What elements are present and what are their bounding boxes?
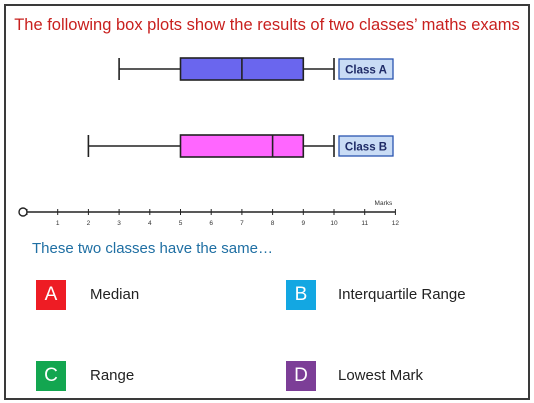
option-c-label[interactable]: Range <box>90 367 135 384</box>
option-b-badge[interactable]: B <box>286 280 316 310</box>
axis-tick-label: 5 <box>179 220 183 227</box>
option-c-badge[interactable]: C <box>36 361 66 391</box>
class-b-box <box>179 134 305 158</box>
option-a-badge[interactable]: A <box>36 280 66 310</box>
axis-label: Marks <box>375 200 393 207</box>
axis-tick-label: 8 <box>271 220 275 227</box>
class-a-label-box <box>338 58 394 80</box>
axis-tick-label: 6 <box>209 220 213 227</box>
axis-tick-label: 12 <box>392 220 400 227</box>
axis-tick-label: 4 <box>148 220 152 227</box>
class-a-label: Class A <box>345 65 387 77</box>
class-b-label: Class B <box>345 142 387 154</box>
class-b-label-box <box>338 135 394 157</box>
axis-tick-label: 7 <box>240 220 244 227</box>
slide-title: The following box plots show the results… <box>14 16 520 34</box>
axis-tick-label: 3 <box>117 220 121 227</box>
axis-tick-label: 1 <box>56 220 60 227</box>
axis-origin-marker <box>18 207 28 217</box>
axis-tick-label: 2 <box>87 220 91 227</box>
option-b-label[interactable]: Interquartile Range <box>338 286 466 303</box>
option-d-label[interactable]: Lowest Mark <box>338 367 424 384</box>
option-a-label[interactable]: Median <box>90 286 140 303</box>
slide-frame: The following box plots show the results… <box>4 4 530 400</box>
axis-tick-label: 10 <box>330 220 338 227</box>
option-d-badge[interactable]: D <box>286 361 316 391</box>
axis-tick-label: 11 <box>361 220 368 227</box>
axis-tick-label: 9 <box>301 220 305 227</box>
question-text: These two classes have the same… <box>32 240 273 257</box>
